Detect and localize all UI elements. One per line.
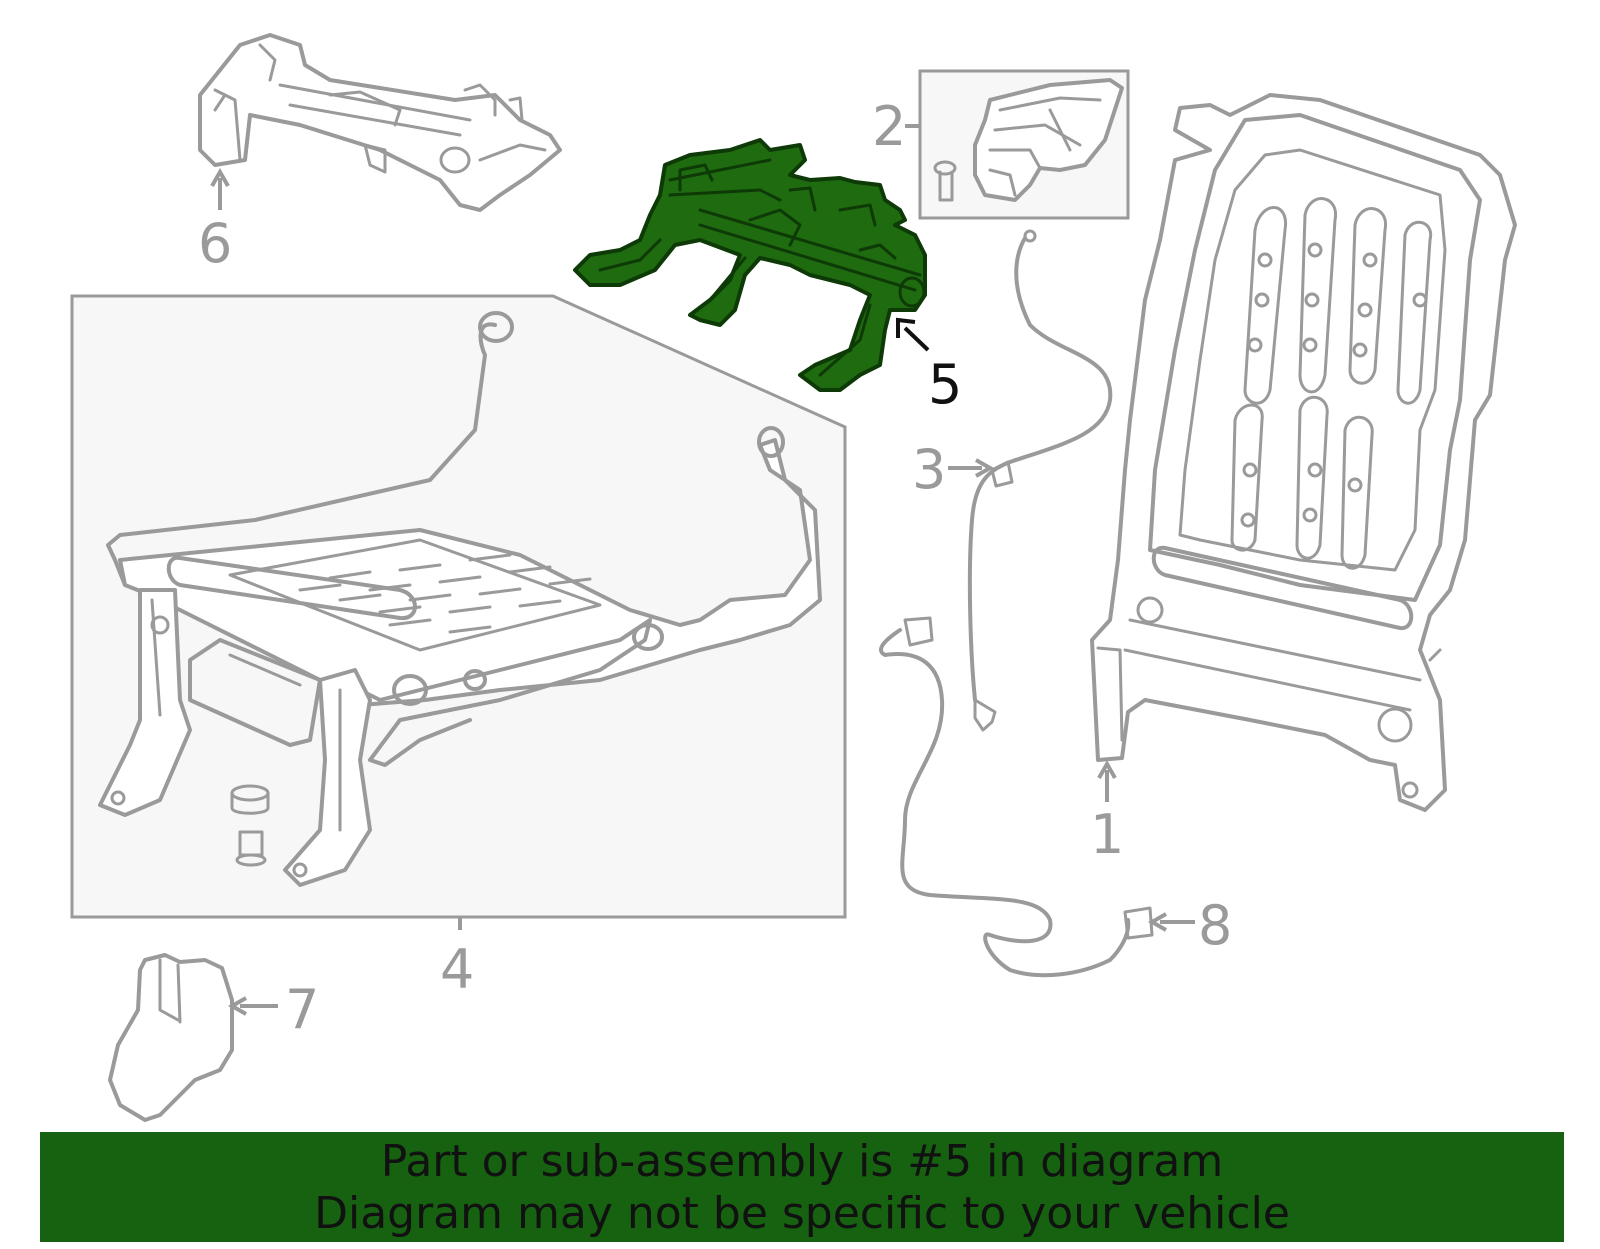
callout-5-label[interactable]: 5 [928, 353, 962, 416]
callout-8-label[interactable]: 8 [1198, 894, 1232, 957]
callout-5-leader [903, 326, 930, 352]
part-6-track-assembly[interactable] [198, 33, 562, 212]
part-8-wire-harness[interactable] [879, 616, 1154, 978]
part-3-release-cable[interactable] [967, 229, 1113, 732]
callout-5-arrowhead [896, 317, 916, 338]
banner-line-2: Diagram may not be specific to your vehi… [314, 1188, 1290, 1239]
callout-7-label[interactable]: 7 [285, 978, 319, 1041]
callout-1-label[interactable]: 1 [1090, 803, 1124, 866]
part-2-recliner-box[interactable] [918, 69, 1130, 220]
part-1-seatback-frame[interactable] [1090, 93, 1517, 812]
callout-3-label[interactable]: 3 [912, 438, 946, 501]
callout-1-arrowhead [1097, 759, 1117, 779]
callout-8-arrowhead [1147, 912, 1167, 932]
callout-7-arrowhead [227, 996, 247, 1016]
callout-6-arrowhead [210, 167, 230, 187]
callout-6-label[interactable]: 6 [198, 212, 232, 275]
part-7-side-cover[interactable] [108, 953, 234, 1122]
part-5-highlighted-bracket[interactable] [573, 138, 927, 392]
banner-line-1: Part or sub-assembly is #5 in diagram [380, 1136, 1224, 1187]
info-banner: Part or sub-assembly is #5 in diagram Di… [40, 1132, 1564, 1242]
callout-4-label[interactable]: 4 [440, 938, 474, 1001]
callout-3-arrowhead [975, 458, 995, 478]
parts-diagram: 6 2 [70, 33, 1517, 1122]
part-4-cushion-frame[interactable] [70, 294, 847, 919]
callout-2-label[interactable]: 2 [872, 95, 906, 158]
